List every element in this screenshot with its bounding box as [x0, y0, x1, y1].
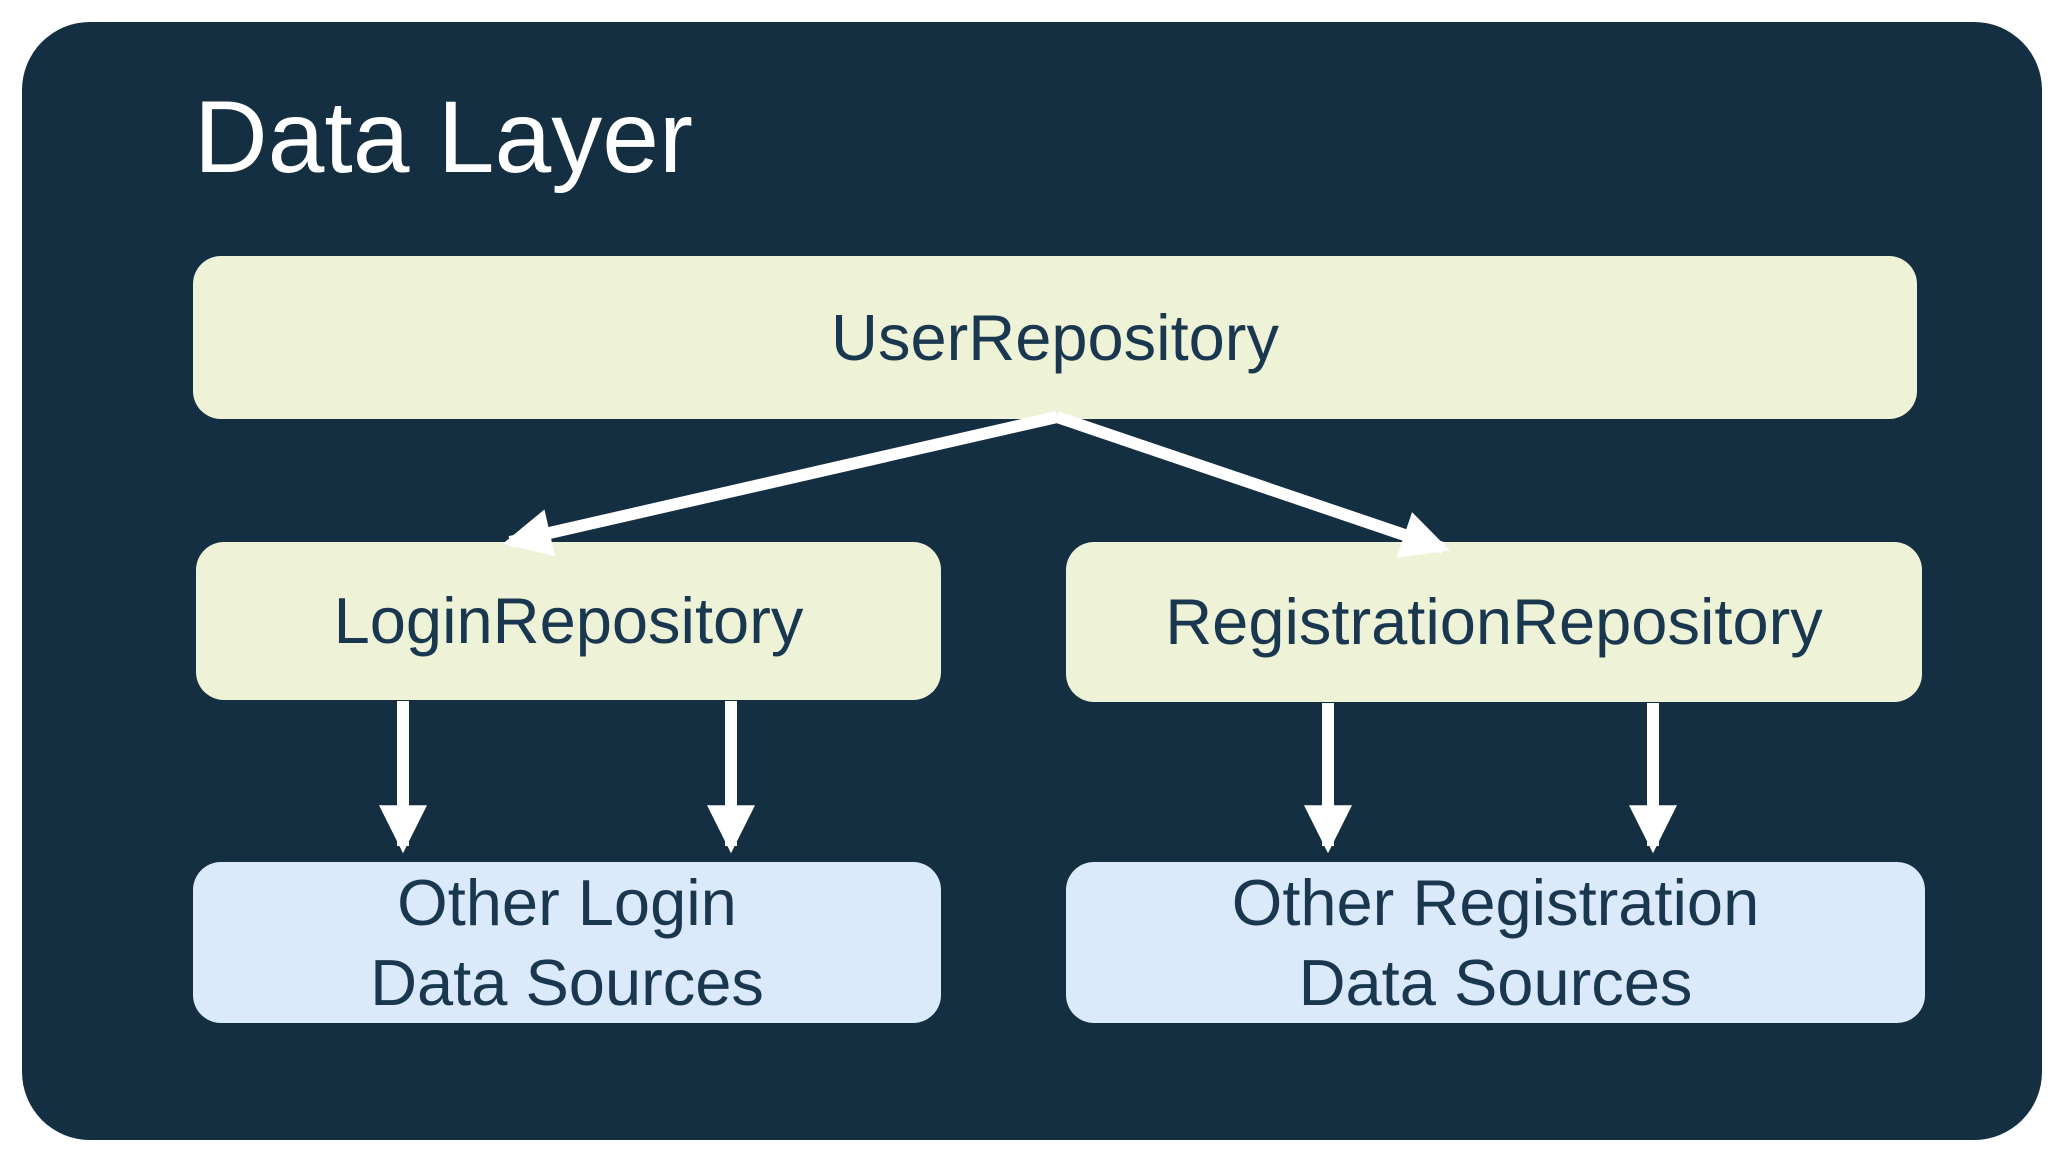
- node-registration-repository-label: RegistrationRepository: [1165, 585, 1823, 659]
- label-line-2: Data Sources: [370, 945, 764, 1019]
- node-other-login-data-sources: Other Login Data Sources: [193, 862, 941, 1023]
- label-line-2: Data Sources: [1298, 945, 1693, 1019]
- node-other-registration-data-sources: Other Registration Data Sources: [1066, 862, 1925, 1023]
- node-other-login-data-sources-label: Other Login Data Sources: [370, 863, 764, 1022]
- node-login-repository: LoginRepository: [196, 542, 941, 700]
- label-line-1: Other Login: [397, 866, 737, 940]
- node-user-repository: UserRepository: [193, 256, 1917, 419]
- label-line-1: Other Registration: [1231, 866, 1760, 940]
- node-registration-repository: RegistrationRepository: [1066, 542, 1922, 702]
- node-user-repository-label: UserRepository: [831, 300, 1279, 374]
- node-other-registration-data-sources-label: Other Registration Data Sources: [1232, 863, 1759, 1022]
- diagram-title: Data Layer: [194, 80, 693, 194]
- node-login-repository-label: LoginRepository: [333, 584, 804, 658]
